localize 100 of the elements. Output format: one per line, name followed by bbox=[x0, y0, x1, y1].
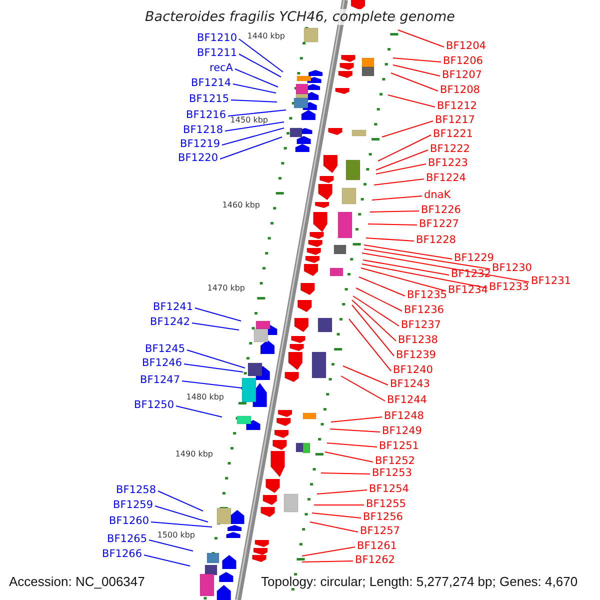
position-label: 1440 kbp bbox=[247, 32, 285, 40]
gene-label: BF1215 bbox=[189, 93, 229, 105]
gene-label: BF1241 bbox=[153, 301, 193, 313]
gene-label: BF1244 bbox=[387, 394, 427, 406]
leader-line bbox=[176, 406, 222, 418]
gene-label: BF1265 bbox=[107, 533, 147, 545]
leader-line bbox=[392, 58, 442, 62]
leader-line bbox=[360, 268, 446, 292]
leader-line bbox=[330, 416, 382, 422]
gene-label: BF1233 bbox=[489, 281, 529, 293]
leader-line bbox=[370, 210, 420, 212]
gene-label: BF1250 bbox=[134, 399, 174, 411]
footer-text: Topology: circular; Length: 5,277,274 bp; Genes: 4,670 bbox=[261, 574, 578, 589]
gene-label: BF1248 bbox=[384, 410, 424, 422]
gene-label: BF1258 bbox=[116, 484, 156, 496]
leader-line bbox=[362, 260, 450, 276]
position-label: 1500 kbp bbox=[157, 530, 195, 540]
gene-label: BF1204 bbox=[446, 40, 486, 52]
leader-line bbox=[352, 300, 396, 342]
position-label: 1460 kbp bbox=[222, 200, 260, 210]
leader-line bbox=[388, 94, 436, 108]
gene-label: BF1260 bbox=[109, 515, 149, 527]
leader-line bbox=[364, 248, 490, 270]
leader-line bbox=[144, 554, 190, 566]
title: Bacteroides fragilis YCH46, complete genome bbox=[143, 9, 457, 25]
leader-line bbox=[194, 308, 242, 322]
leader-line bbox=[238, 38, 284, 72]
leader-line bbox=[356, 288, 402, 312]
gene-label: BF1226 bbox=[421, 204, 461, 216]
leader-line bbox=[358, 276, 406, 296]
leader-line bbox=[316, 490, 368, 494]
leader-line bbox=[342, 366, 388, 386]
gene-label: BF1229 bbox=[454, 252, 494, 264]
position-label: 1450 kbp bbox=[230, 115, 268, 124]
gene-label: BF1261 bbox=[357, 540, 397, 552]
gene-label: BF1206 bbox=[443, 55, 483, 67]
gene-label: BF1217 bbox=[435, 114, 475, 126]
leader-line bbox=[362, 252, 530, 282]
gene-label: BF1256 bbox=[363, 511, 403, 523]
gene-label: BF1243 bbox=[390, 378, 430, 390]
leader-line bbox=[362, 264, 488, 288]
gene-label: BF1216 bbox=[186, 109, 226, 121]
gene-label: BF1252 bbox=[375, 455, 415, 467]
gene-label: BF1257 bbox=[360, 525, 400, 537]
leader-line bbox=[150, 522, 212, 528]
leader-line bbox=[348, 318, 392, 372]
leader-line bbox=[376, 150, 428, 170]
leader-line bbox=[314, 504, 364, 506]
gene-label: BF1240 bbox=[393, 364, 433, 376]
leader-line bbox=[374, 178, 424, 186]
leader-line bbox=[364, 244, 452, 260]
position-label: 1470 kbp bbox=[207, 284, 245, 292]
gene-label: BF1230 bbox=[492, 262, 532, 274]
leader-line bbox=[340, 376, 386, 402]
gene-label: BF1236 bbox=[404, 304, 444, 316]
gene-label: BF1262 bbox=[355, 554, 395, 566]
leader-line bbox=[320, 472, 370, 474]
leader-line bbox=[220, 136, 282, 160]
gene-label: BF1266 bbox=[102, 548, 142, 560]
leader-line bbox=[222, 128, 284, 146]
gene-label: BF1214 bbox=[191, 77, 231, 89]
footer-text: Accession: NC_006347 bbox=[9, 574, 145, 589]
leader-line bbox=[192, 322, 240, 330]
leader-line bbox=[352, 304, 394, 356]
gene-label: BF1246 bbox=[142, 357, 182, 369]
gene-label: BF1251 bbox=[379, 440, 419, 452]
gene-label: BF1235 bbox=[407, 289, 447, 301]
gene-label: BF1222 bbox=[430, 143, 470, 155]
leader-line bbox=[392, 64, 440, 76]
gene-label: dnaK bbox=[424, 189, 451, 201]
leader-line bbox=[154, 506, 208, 522]
leader-line bbox=[310, 522, 358, 532]
gene-label: BF1227 bbox=[419, 218, 459, 230]
gene-label: BF1247 bbox=[140, 374, 180, 386]
leader-line bbox=[324, 452, 374, 462]
gene-label: BF1237 bbox=[401, 319, 441, 331]
gene-label: BF1210 bbox=[197, 32, 237, 44]
leader-line bbox=[234, 68, 278, 88]
gene-label: BF1242 bbox=[150, 316, 190, 328]
gene-label: BF1232 bbox=[451, 268, 491, 280]
leader-line bbox=[224, 122, 284, 132]
gene-label: BF1221 bbox=[433, 128, 473, 140]
gene-label: BF1259 bbox=[113, 499, 153, 511]
gene-label: BF1245 bbox=[145, 343, 185, 355]
gene-label: BF1228 bbox=[416, 234, 456, 246]
leader-line bbox=[376, 164, 426, 174]
gene-label: BF1239 bbox=[396, 349, 436, 361]
leader-line bbox=[228, 110, 286, 116]
leader-line bbox=[302, 546, 356, 556]
leader-line bbox=[302, 560, 354, 562]
gene-label: BF1212 bbox=[437, 100, 477, 112]
gene-label: BF1234 bbox=[448, 284, 488, 296]
leader-line bbox=[148, 540, 194, 552]
position-label: 1480 kbp bbox=[186, 392, 224, 402]
leader-line bbox=[330, 428, 380, 432]
gene-label: BF1254 bbox=[369, 483, 409, 495]
leader-line bbox=[382, 120, 434, 138]
leader-line bbox=[182, 380, 242, 388]
leader-line bbox=[186, 350, 246, 368]
gene-label: BF1219 bbox=[180, 138, 220, 150]
